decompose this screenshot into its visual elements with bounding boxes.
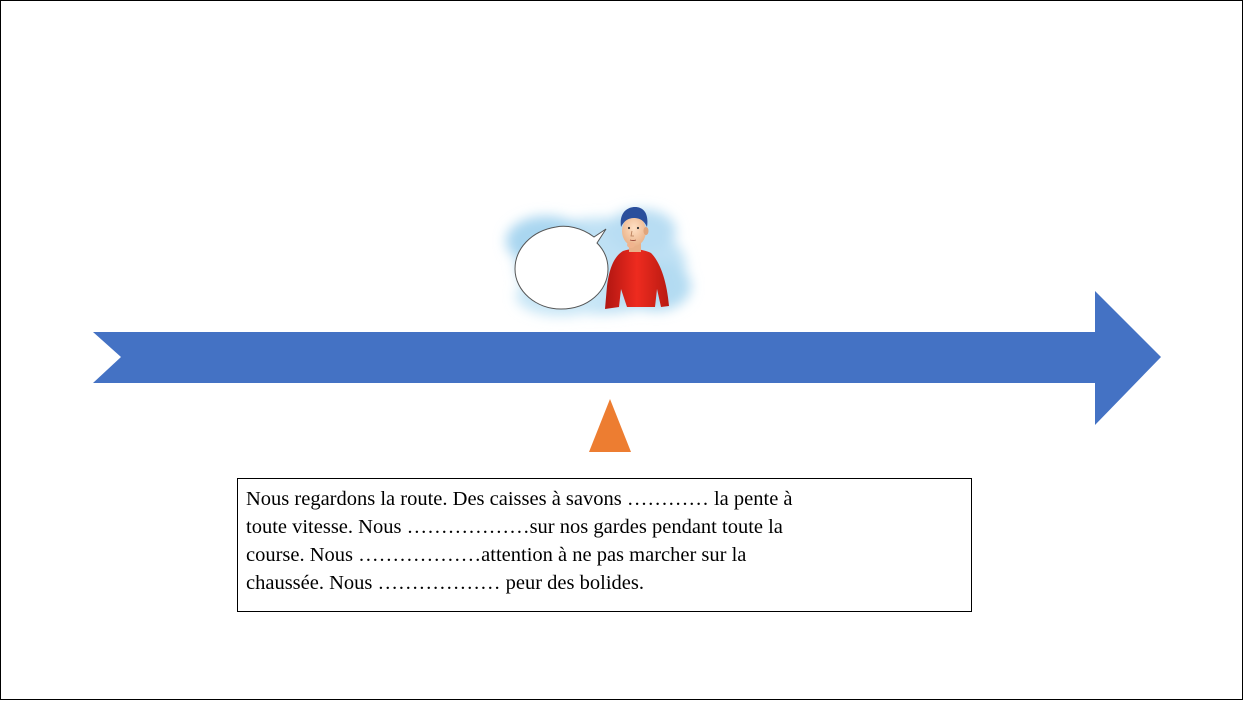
speech-bubble-icon	[514, 225, 609, 310]
red-sweater-icon	[605, 249, 669, 309]
exercise-line: course. Nous ………………attention à ne pas ma…	[246, 544, 747, 566]
exercise-text-box: Nous regardons la route. Des caisses à s…	[237, 478, 972, 612]
present-marker-triangle	[589, 399, 631, 452]
timeline-arrow	[93, 291, 1161, 425]
hair-icon	[620, 207, 648, 227]
thinking-person-illustration	[506, 207, 691, 316]
face-icon	[622, 216, 646, 246]
exercise-line: chaussée. Nous ……………… peur des bolides.	[246, 572, 644, 594]
exercise-line: toute vitesse. Nous ………………sur nos gardes…	[246, 516, 783, 538]
exercise-line: Nous regardons la route. Des caisses à s…	[246, 488, 793, 510]
